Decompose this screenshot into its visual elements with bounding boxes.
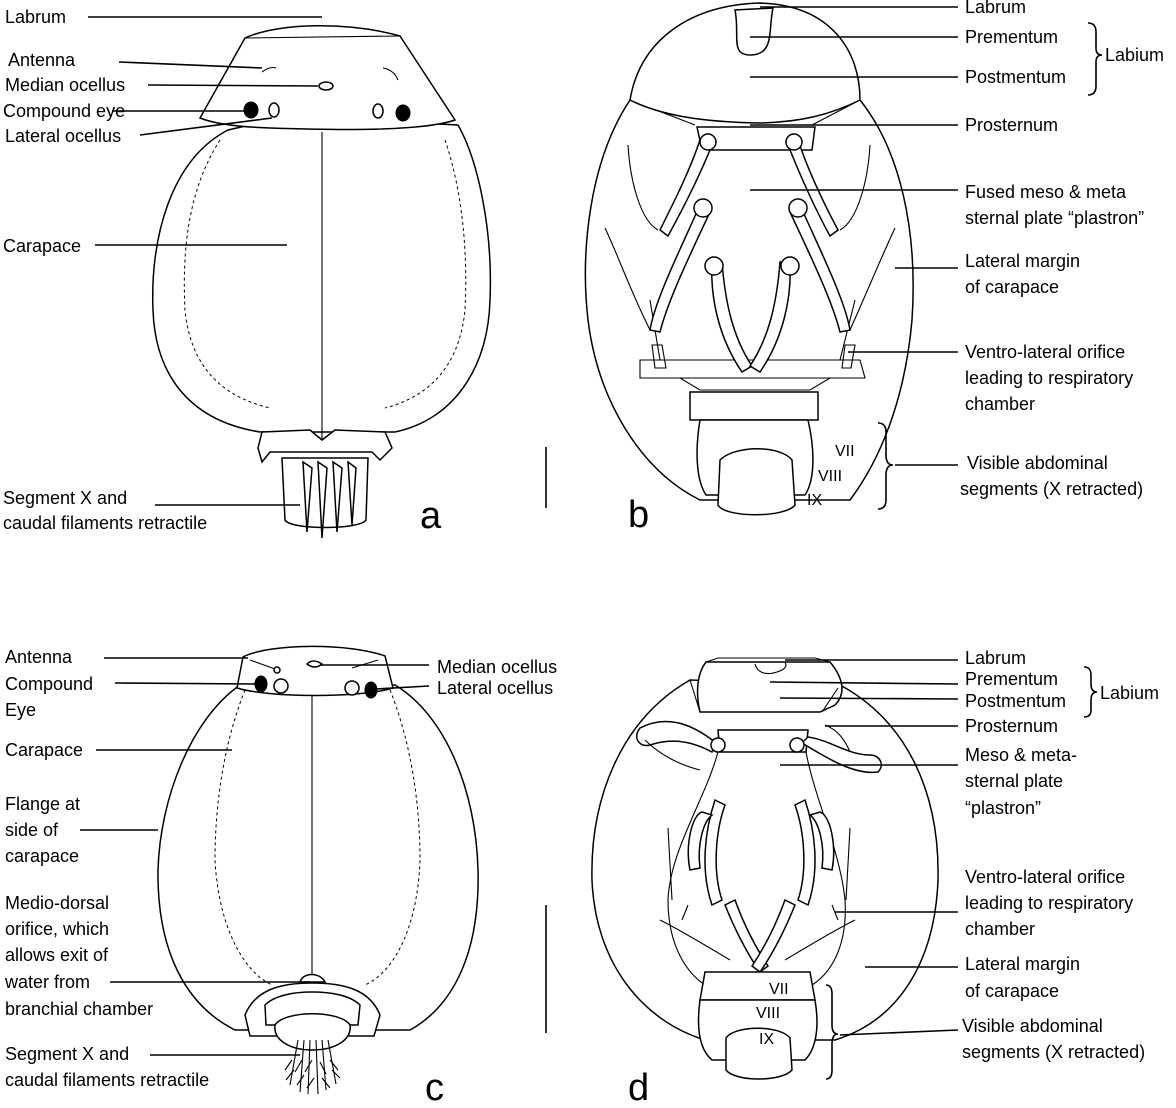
label-a-labrum: Labrum xyxy=(5,7,66,27)
label-b-lateral-margin-2: of carapace xyxy=(965,277,1059,297)
label-b-seg-ix: IX xyxy=(807,492,822,509)
label-a-median-ocellus: Median ocellus xyxy=(5,75,125,95)
label-c-flange-3: carapace xyxy=(5,846,79,866)
panel-d: Labrum Prementum Postmentum Labium Prost… xyxy=(592,648,1159,1108)
labium-brace xyxy=(1088,23,1102,95)
label-a-carapace: Carapace xyxy=(3,236,81,256)
panel-b-drawing xyxy=(585,3,913,515)
label-b-plastron-2: sternal plate “plastron” xyxy=(965,208,1144,228)
label-c-medio-2: orifice, which xyxy=(5,919,109,939)
label-b-abdominal-2: segments (X retracted) xyxy=(960,479,1143,499)
panel-c: Antenna Compound Eye Median ocellus Late… xyxy=(4,646,557,1108)
label-d-labrum: Labrum xyxy=(965,648,1026,668)
label-d-orifice-3: chamber xyxy=(965,919,1035,939)
label-d-abdominal-2: segments (X retracted) xyxy=(962,1042,1145,1062)
label-c-flange-1: Flange at xyxy=(5,794,80,814)
label-b-orifice-1: Ventro-lateral orifice xyxy=(965,342,1125,362)
labium-brace-d xyxy=(1084,667,1097,717)
label-d-lateral-margin-1: Lateral margin xyxy=(965,954,1080,974)
label-c-medio-1: Medio-dorsal xyxy=(5,893,109,913)
label-c-antenna: Antenna xyxy=(5,647,73,667)
label-c-medio-4: water from xyxy=(4,972,90,992)
label-a-segment-x-1: Segment X and xyxy=(3,488,127,508)
panel-a-drawing xyxy=(153,26,491,538)
label-d-plate-2: sternal plate xyxy=(965,771,1063,791)
label-c-lateral-ocellus: Lateral ocellus xyxy=(437,678,553,698)
panel-c-drawing xyxy=(158,646,478,1094)
label-b-seg-viii: VIII xyxy=(818,468,842,485)
panel-letter-d: d xyxy=(628,1067,649,1108)
compound-eye-icon xyxy=(244,102,258,118)
label-d-prementum: Prementum xyxy=(965,669,1058,689)
label-d-lateral-margin-2: of carapace xyxy=(965,981,1059,1001)
panel-letter-b: b xyxy=(628,494,649,536)
label-b-abdominal-1: Visible abdominal xyxy=(967,453,1108,473)
label-d-plate-3: “plastron” xyxy=(965,798,1041,818)
label-d-seg-vii: VII xyxy=(769,981,789,998)
label-b-prosternum: Prosternum xyxy=(965,115,1058,135)
label-b-labium: Labium xyxy=(1105,45,1164,65)
label-d-orifice-1: Ventro-lateral orifice xyxy=(965,867,1125,887)
label-a-antenna: Antenna xyxy=(8,50,76,70)
label-d-abdominal-1: Visible abdominal xyxy=(962,1016,1103,1036)
label-d-labium: Labium xyxy=(1100,683,1159,703)
label-b-seg-vii: VII xyxy=(835,443,855,460)
label-c-segment-x-2: caudal filaments retractile xyxy=(5,1070,209,1090)
label-b-plastron-1: Fused meso & meta xyxy=(965,182,1127,202)
label-d-plate-1: Meso & meta- xyxy=(965,745,1077,765)
label-a-segment-x-2: caudal filaments retractile xyxy=(3,513,207,533)
label-a-compound-eye: Compound eye xyxy=(3,101,125,121)
label-d-postmentum: Postmentum xyxy=(965,691,1066,711)
label-c-compound-eye-1: Compound xyxy=(5,674,93,694)
label-b-postmentum: Postmentum xyxy=(965,67,1066,87)
label-c-flange-2: side of xyxy=(5,820,59,840)
label-a-lateral-ocellus: Lateral ocellus xyxy=(5,126,121,146)
panel-letter-c: c xyxy=(425,1067,444,1108)
label-b-prementum: Prementum xyxy=(965,27,1058,47)
label-d-seg-viii: VIII xyxy=(756,1005,780,1022)
label-c-compound-eye-2: Eye xyxy=(5,700,36,720)
label-c-segment-x-1: Segment X and xyxy=(5,1044,129,1064)
panel-letter-a: a xyxy=(420,495,442,537)
label-c-median-ocellus: Median ocellus xyxy=(437,657,557,677)
label-d-prosternum: Prosternum xyxy=(965,716,1058,736)
label-b-orifice-2: leading to respiratory xyxy=(965,368,1133,388)
label-c-carapace: Carapace xyxy=(5,740,83,760)
label-d-orifice-2: leading to respiratory xyxy=(965,893,1133,913)
label-c-medio-5: branchial chamber xyxy=(5,999,153,1019)
label-b-labrum: Labrum xyxy=(965,0,1026,17)
label-c-medio-3: allows exit of xyxy=(5,945,109,965)
panel-b: Labrum Prementum Postmentum Labium Prost… xyxy=(585,0,1164,536)
label-b-lateral-margin-1: Lateral margin xyxy=(965,251,1080,271)
label-b-orifice-3: chamber xyxy=(965,394,1035,414)
label-d-seg-ix: IX xyxy=(759,1031,774,1048)
panel-a: Labrum Antenna Median ocellus Compound e… xyxy=(3,7,490,538)
